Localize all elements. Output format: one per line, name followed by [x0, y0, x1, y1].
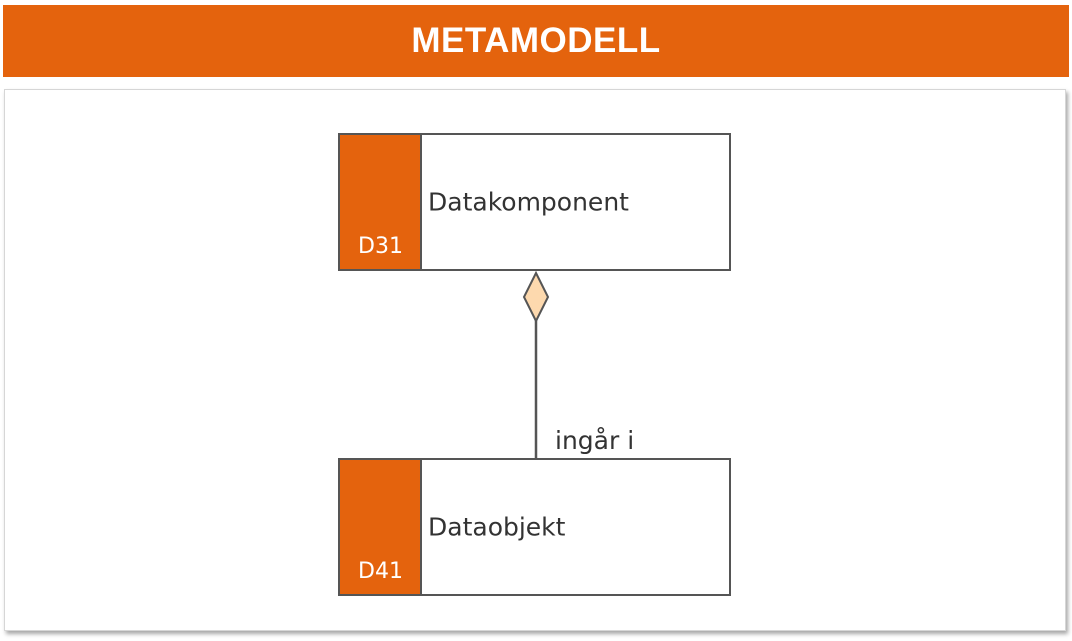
page-title: METAMODELL: [411, 21, 661, 60]
entity-dataobjekt[interactable]: D41 Dataobjekt: [338, 458, 731, 596]
entity-code: D41: [358, 559, 403, 584]
entity-datakomponent[interactable]: D31 Datakomponent: [338, 133, 731, 271]
aggregation-diamond-icon: [522, 270, 550, 324]
diagram-canvas: D31 Datakomponent ingår i D41 Dataobjekt: [4, 89, 1066, 631]
title-banner: METAMODELL: [3, 5, 1069, 77]
entity-code-block: D41: [340, 460, 422, 594]
entity-name: Dataobjekt: [428, 512, 566, 542]
relation-connector: [522, 270, 550, 459]
relation-label: ingår i: [555, 426, 635, 455]
entity-code-block: D31: [340, 135, 422, 269]
entity-name: Datakomponent: [428, 187, 629, 217]
entity-code: D31: [358, 234, 403, 259]
